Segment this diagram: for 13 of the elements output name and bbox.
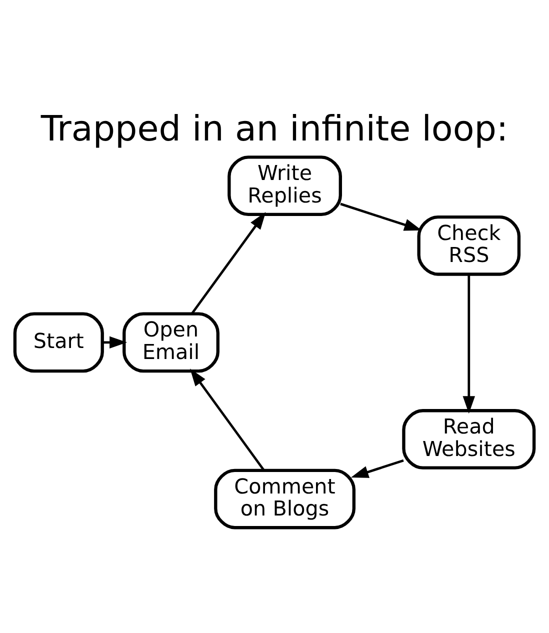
- node-box: Start: [13, 312, 104, 372]
- node-box: Write Replies: [228, 155, 342, 216]
- node-box: Read Websites: [402, 408, 536, 469]
- arrow: [340, 202, 422, 230]
- node-box: Check RSS: [417, 214, 521, 276]
- node-box: Open Email: [122, 312, 220, 372]
- arrow: [190, 368, 265, 471]
- node-box: Comment on Blogs: [214, 468, 356, 529]
- arrow: [350, 458, 404, 478]
- diagram-title: Trapped in an infinite loop:: [40, 109, 508, 150]
- arrow: [462, 274, 476, 414]
- arrow: [190, 211, 266, 314]
- arrow: [102, 336, 128, 348]
